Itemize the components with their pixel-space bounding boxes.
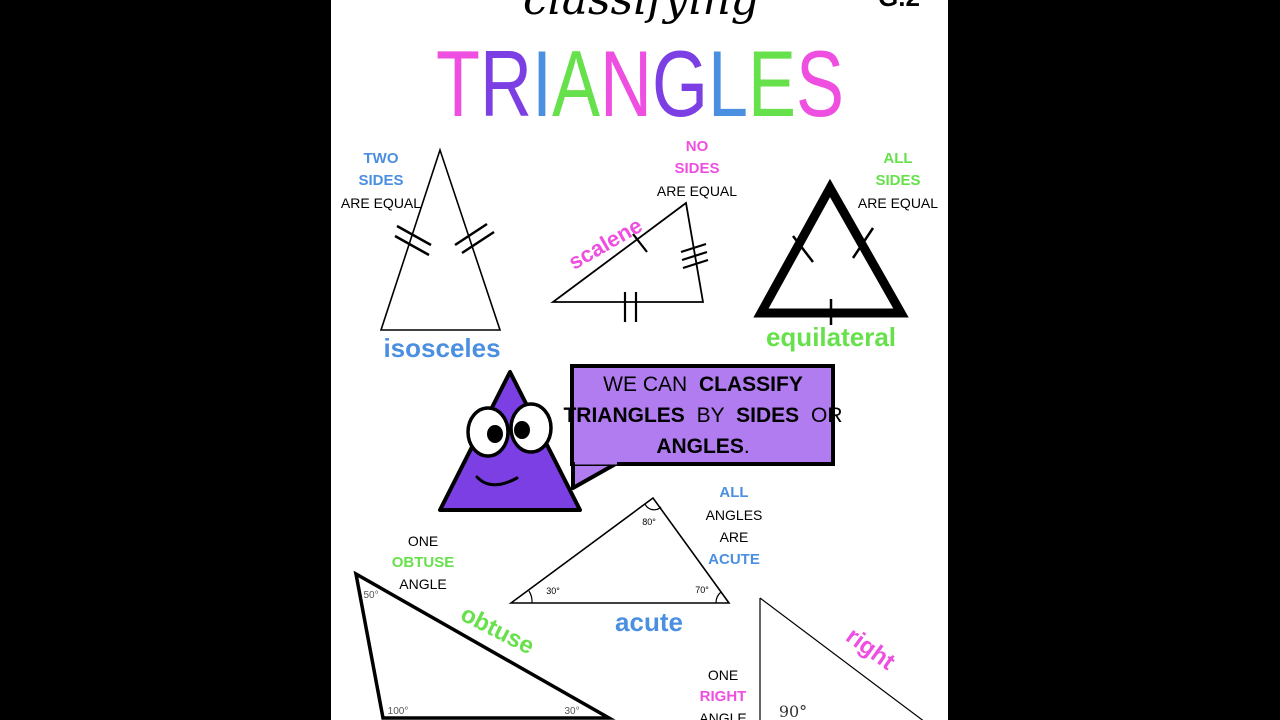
acute-label: acute [615, 607, 683, 637]
title-letter: I [532, 31, 552, 136]
isosceles-caption-line3: ARE EQUAL [341, 195, 421, 211]
right-triangle [759, 597, 924, 720]
obtuse-label: obtuse [456, 600, 538, 660]
right-caption-line2: RIGHT [700, 688, 747, 705]
svg-text:50°: 50° [363, 590, 378, 601]
mascot-right-pupil [514, 421, 530, 439]
isosceles-group: TWO SIDES ARE EQUAL isosceles [341, 147, 502, 363]
mascot-right-eye [509, 402, 553, 454]
acute-group: ALL ANGLES ARE ACUTE 80° 30° 70° acute [508, 484, 763, 637]
right-angle-value: 90° [779, 702, 807, 720]
bubble-text-we-can: WE CAN [603, 373, 687, 396]
degree-symbol: ° [375, 590, 379, 601]
acute-angle-left: 30 [546, 586, 556, 596]
equilateral-tick-marks [792, 227, 875, 325]
degree-symbol: ° [404, 706, 408, 717]
title-letter: L [708, 31, 748, 136]
triangle-mascot-icon [438, 370, 582, 512]
acute-angle-top: 80 [642, 517, 652, 527]
bubble-text-period: . [744, 435, 750, 458]
bubble-text-angles: ANGLES [656, 435, 744, 458]
svg-text:WE CAN CLASSIFY: WE CAN CLASSIFY [603, 373, 803, 396]
scalene-caption-line2: SIDES [674, 160, 719, 177]
right-caption-line1: ONE [708, 667, 738, 683]
degree-symbol: ° [705, 585, 709, 595]
acute-triangle [508, 496, 731, 604]
scalene-caption-line1: NO [686, 138, 709, 155]
title-letter: R [480, 31, 532, 136]
title-letter: G [652, 31, 708, 136]
main-title: TRIANGLES [436, 31, 844, 136]
svg-text:30°: 30° [546, 586, 560, 596]
speech-bubble-box [570, 364, 835, 466]
anchor-chart-artwork: classifying G.2 TRIANGLES TWO SIDES ARE … [341, 0, 938, 720]
title-letter: N [600, 31, 652, 136]
svg-text:30°: 30° [564, 706, 579, 717]
acute-caption-line2: ANGLES [706, 507, 763, 523]
speech-bubble: WE CAN CLASSIFY TRIANGLES BY SIDES OR AN… [563, 364, 843, 490]
bubble-text-by: BY [697, 404, 725, 427]
right-caption-line3: ANGLE [699, 710, 746, 720]
equilateral-caption-line2: SIDES [875, 172, 920, 189]
scalene-caption-line3: ARE EQUAL [657, 183, 737, 199]
isosceles-caption-line2: SIDES [358, 172, 403, 189]
degree-symbol: ° [652, 517, 656, 527]
isosceles-label: isosceles [383, 333, 500, 363]
isosceles-tick-marks [394, 222, 495, 257]
isosceles-triangle [379, 147, 502, 331]
bubble-text-sides: SIDES [736, 404, 799, 427]
right-label: right [841, 622, 900, 675]
obtuse-caption-line1: ONE [408, 533, 438, 549]
bubble-text-triangles: TRIANGLES [563, 404, 684, 427]
title-letter: S [796, 31, 844, 136]
svg-text:100°: 100° [388, 706, 409, 717]
title-letter: E [748, 31, 796, 136]
obtuse-caption-line2: OBTUSE [392, 554, 455, 571]
obtuse-angle-bottom-right: 30 [564, 706, 576, 717]
isosceles-caption-line1: TWO [364, 150, 399, 167]
bubble-text-or: OR [811, 404, 843, 427]
svg-text:80°: 80° [642, 517, 656, 527]
standard-code: G.2 [878, 0, 920, 12]
equilateral-label: equilateral [766, 322, 896, 352]
degree-symbol: ° [556, 586, 560, 596]
obtuse-group: ONE OBTUSE ANGLE 50° 100° 30° obtuse [353, 533, 616, 720]
acute-caption-line4: ACUTE [708, 551, 760, 568]
equilateral-caption-line3: ARE EQUAL [858, 195, 938, 211]
acute-caption-line1: ALL [719, 484, 748, 501]
title-letter: A [552, 31, 600, 136]
bubble-text-classify: CLASSIFY [699, 373, 803, 396]
obtuse-triangle [353, 570, 616, 720]
obtuse-angle-top: 50 [363, 590, 375, 601]
title-letter: T [436, 31, 480, 136]
scalene-tick-marks [623, 233, 709, 322]
anchor-chart-page: classifying G.2 TRIANGLES TWO SIDES ARE … [331, 0, 948, 720]
acute-angle-right: 70 [695, 585, 705, 595]
scalene-group: NO SIDES ARE EQUAL scalene [550, 138, 737, 322]
script-title: classifying [523, 0, 759, 25]
obtuse-caption-line3: ANGLE [399, 576, 446, 592]
acute-caption-line3: ARE [720, 529, 749, 545]
svg-text:TRIANGLES BY S: TRIANGLES BY SIDES OR [563, 404, 842, 427]
equilateral-caption-line1: ALL [883, 150, 912, 167]
speech-bubble-text: WE CAN CLASSIFY TRIANGLES BY SIDES OR AN… [563, 373, 842, 458]
svg-text:ANGLES.: ANGLES. [656, 435, 749, 458]
degree-symbol: ° [576, 706, 580, 717]
scalene-label: scalene [564, 212, 646, 274]
mascot-smile [475, 475, 519, 487]
acute-angle-arcs [528, 503, 722, 604]
mascot-left-pupil [487, 425, 503, 443]
obtuse-angle-bottom-left: 100 [388, 706, 405, 717]
scalene-triangle [550, 201, 705, 303]
svg-text:70°: 70° [695, 585, 709, 595]
equilateral-group: ALL SIDES ARE EQUAL equilateral [753, 150, 938, 352]
right-group: ONE RIGHT ANGLE 90° right [699, 597, 924, 720]
